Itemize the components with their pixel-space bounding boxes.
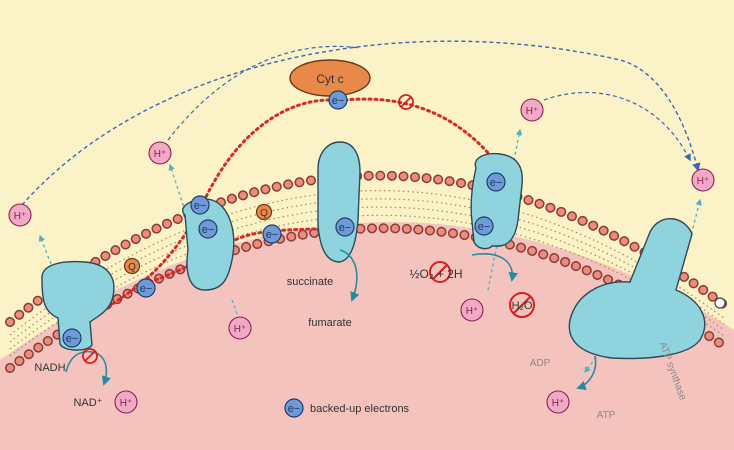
proton-4: H⁺	[691, 168, 715, 192]
electron-complex-iii: e−	[335, 217, 355, 237]
svg-text:Q: Q	[128, 262, 136, 273]
electron-complex-ii-mid: e−	[198, 219, 218, 239]
svg-text:e−: e−	[332, 95, 345, 107]
svg-text:H⁺: H⁺	[154, 149, 167, 160]
substrate-arrows	[65, 249, 597, 391]
proton-flow-arrow-2	[167, 45, 361, 141]
svg-text:H⁺: H⁺	[120, 398, 133, 409]
proton-3: H⁺	[520, 98, 544, 122]
svg-text:e−: e−	[140, 283, 153, 295]
electron-cytc: e−	[328, 90, 348, 110]
electron-complex-iv-top: e−	[486, 172, 506, 192]
electron-complex-i: e−	[62, 328, 82, 348]
proton-flow-arrow-3	[543, 92, 691, 162]
svg-text:e−: e−	[490, 177, 503, 189]
svg-text:e−: e−	[339, 222, 352, 234]
lipid-heads-outer	[5, 170, 729, 327]
fumarate-label: fumarate	[308, 317, 351, 329]
nadh-arrow	[65, 350, 111, 386]
svg-text:e−: e−	[478, 221, 491, 233]
svg-text:e−: e−	[66, 333, 79, 345]
proton-8: H⁺	[546, 390, 570, 414]
electron-complex-iv-bottom: e−	[474, 216, 494, 236]
proton-7: H⁺	[114, 390, 138, 414]
cyt-c: Cyt c	[289, 59, 371, 97]
svg-text:H⁺: H⁺	[526, 106, 539, 117]
svg-text:H⁺: H⁺	[697, 176, 710, 187]
proton-flow-arrow	[21, 40, 701, 206]
succinate-label: succinate	[287, 276, 333, 288]
adp-label: ADP	[530, 358, 551, 369]
block-oxygen	[429, 261, 451, 283]
protons: H⁺ H⁺ H⁺ H⁺ H⁺ H⁺ H⁺ H⁺	[8, 98, 715, 414]
quinone-1: Q	[123, 257, 141, 275]
electron-q2: e−	[262, 224, 282, 244]
svg-text:e−: e−	[266, 229, 279, 241]
legend-electron-symbol: e−	[288, 403, 301, 415]
electron-path-lower	[148, 226, 347, 284]
proton-6: H⁺	[460, 298, 484, 322]
cyt-c-label: Cyt c	[316, 72, 343, 86]
adp-arrow	[576, 355, 597, 391]
complex-ii	[182, 198, 235, 291]
proton-2: H⁺	[148, 141, 172, 165]
svg-text:Q: Q	[260, 208, 268, 219]
legend-label: backed-up electrons	[310, 403, 410, 415]
atp-synthase-knob	[714, 297, 726, 309]
block-signs	[82, 94, 535, 364]
complex-iii	[317, 141, 361, 263]
electron-complex-ii-top: e−	[190, 195, 210, 215]
succinate-arrow	[339, 249, 360, 302]
electron-q1: e−	[136, 278, 156, 298]
oxygen-reaction-label: ½O₂ + 2H	[409, 267, 462, 281]
proton-1: H⁺	[8, 203, 32, 227]
svg-text:H⁺: H⁺	[466, 306, 479, 317]
nadh-label: NADH	[34, 362, 65, 374]
quinone-2: Q	[255, 203, 273, 221]
nad-label: NAD⁺	[73, 397, 102, 409]
atp-synthase	[568, 217, 706, 360]
svg-text:e−: e−	[202, 224, 215, 236]
mitochondrial-matrix	[0, 222, 734, 450]
electrons: e− e− e− e− e− e− e− e− e−	[62, 90, 506, 348]
svg-text:e−: e−	[194, 200, 207, 212]
legend: e− backed-up electrons	[284, 398, 410, 418]
block-water	[509, 292, 535, 318]
svg-text:H⁺: H⁺	[234, 324, 247, 335]
svg-text:H⁺: H⁺	[14, 211, 27, 222]
complex-i	[41, 260, 115, 351]
svg-text:H⁺: H⁺	[552, 398, 565, 409]
oxygen-arrow	[471, 253, 518, 282]
water-label: H₂O	[512, 300, 533, 312]
atp-label: ATP	[597, 410, 616, 421]
proton-5: H⁺	[228, 316, 252, 340]
block-complex-i	[82, 348, 98, 364]
legend-electron-icon	[284, 398, 304, 418]
block-cyt-c	[398, 94, 414, 110]
complex-iv	[470, 152, 523, 250]
quinones: Q Q	[123, 203, 273, 275]
